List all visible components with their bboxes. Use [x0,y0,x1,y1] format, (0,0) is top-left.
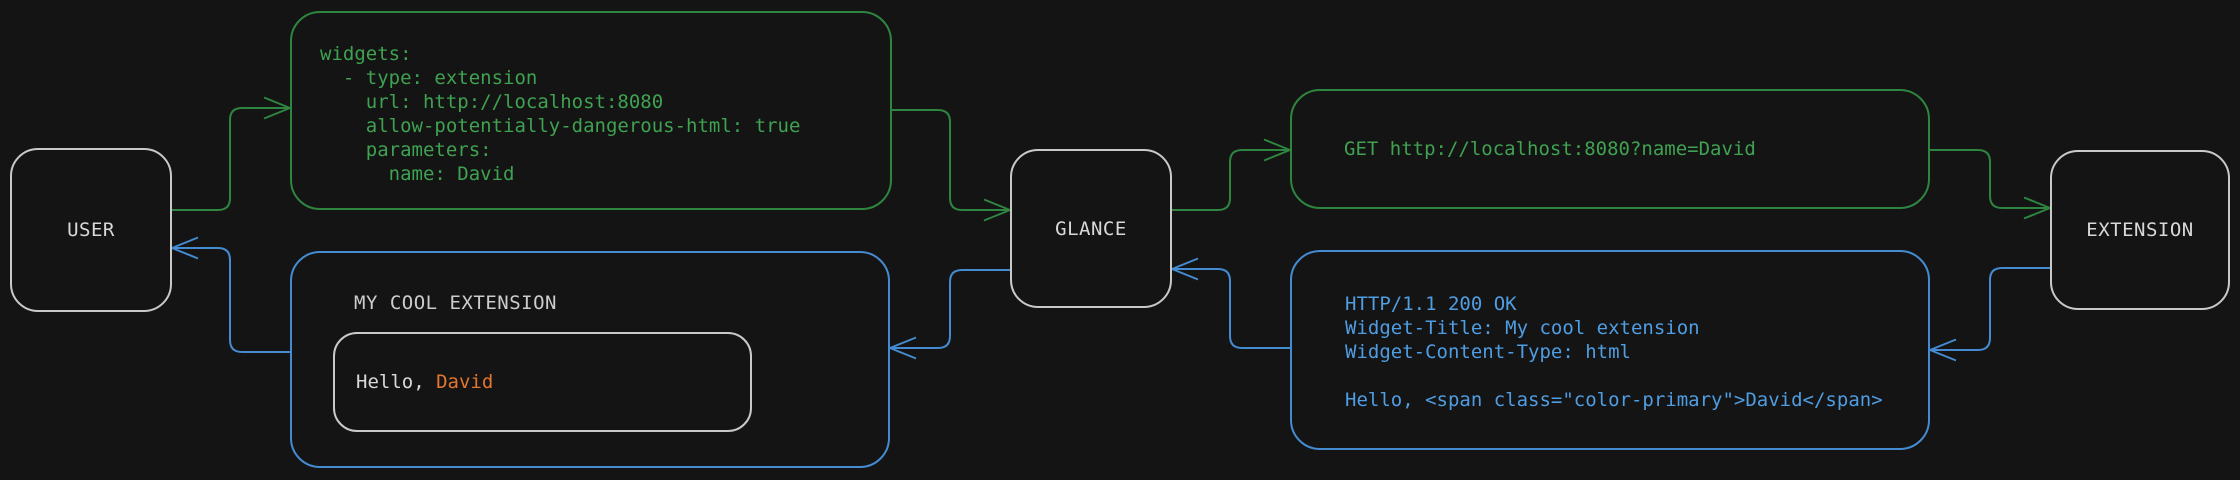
connector-glance-to-widget [889,269,1010,360]
widget-preview-inner: Hello, David [333,332,752,432]
user-node-label: USER [67,219,115,241]
greeting-name: David [436,371,494,393]
extension-node: EXTENSION [2050,150,2230,310]
glance-node-label: GLANCE [1055,217,1127,240]
http-response-box: HTTP/1.1 200 OK Widget-Title: My cool ex… [1290,250,1930,450]
http-request-code: GET http://localhost:8080?name=David [1344,138,1756,160]
greeting-prefix: Hello, [356,371,437,393]
http-request-box: GET http://localhost:8080?name=David [1290,89,1930,209]
widget-preview-box: MY COOL EXTENSION Hello, David [290,251,890,468]
widget-title: MY COOL EXTENSION [354,292,557,314]
extension-node-label: EXTENSION [2086,219,2194,241]
connector-widget-to-user [171,236,290,353]
connector-config-to-glance [892,109,1011,222]
user-node: USER [10,148,172,312]
config-yaml-box: widgets: - type: extension url: http://l… [290,11,892,210]
connector-extension-to-response [1929,267,2050,362]
http-response-code: HTTP/1.1 200 OK Widget-Title: My cool ex… [1345,293,1883,411]
connector-request-to-extension [1930,149,2051,220]
connector-response-to-glance [1171,257,1290,349]
connector-user-to-config [172,96,291,211]
config-yaml-code: widgets: - type: extension url: http://l… [320,43,801,185]
connector-glance-to-request [1172,138,1291,211]
glance-node: GLANCE [1010,149,1172,308]
